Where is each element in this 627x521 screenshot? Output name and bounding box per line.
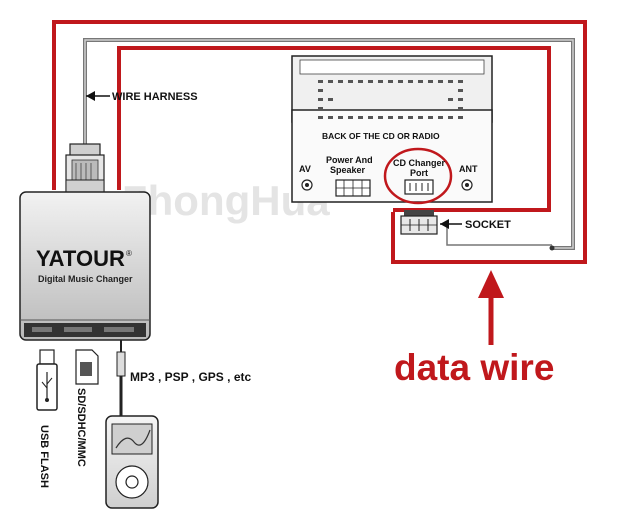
av-label: AV bbox=[299, 164, 311, 174]
vent-dot bbox=[458, 98, 463, 101]
usb-stick-icon bbox=[36, 349, 58, 411]
power-label-line1: Power And bbox=[326, 155, 373, 165]
vent-dot bbox=[418, 116, 423, 119]
ant-label: ANT bbox=[459, 164, 478, 174]
yatour-device bbox=[19, 191, 151, 341]
sd-card-icon bbox=[75, 349, 99, 385]
vent-dot bbox=[328, 116, 333, 119]
sd-label: SD/SDHC/MMC bbox=[75, 388, 87, 467]
music-player-icon bbox=[105, 415, 159, 509]
vent-dot bbox=[408, 116, 413, 119]
device-model: Digital Music Changer bbox=[38, 274, 133, 284]
vent-dot bbox=[328, 98, 333, 101]
vent-dot bbox=[368, 116, 373, 119]
radio-back-unit bbox=[291, 55, 493, 203]
vent-dot bbox=[358, 116, 363, 119]
socket-label: SOCKET bbox=[465, 219, 511, 231]
power-label-line2: Speaker bbox=[330, 165, 366, 175]
arrow-left-icon bbox=[440, 219, 462, 229]
vent-dot bbox=[438, 80, 443, 83]
av-port bbox=[301, 179, 313, 191]
vent-dot bbox=[368, 80, 373, 83]
vent-grid bbox=[318, 80, 463, 119]
cd-port-highlight bbox=[383, 147, 453, 205]
power-speaker-port bbox=[335, 179, 371, 197]
vent-dot bbox=[458, 107, 463, 110]
vent-dot bbox=[408, 80, 413, 83]
inner-red-route bbox=[117, 46, 551, 212]
vent-dot bbox=[448, 116, 453, 119]
vent-dot bbox=[428, 80, 433, 83]
arrow-left-icon bbox=[86, 91, 110, 101]
vent-dot bbox=[458, 116, 463, 119]
vent-dot bbox=[448, 98, 453, 101]
vent-dot bbox=[398, 116, 403, 119]
vent-dot bbox=[418, 80, 423, 83]
socket-plug bbox=[400, 210, 438, 235]
vent-dot bbox=[378, 80, 383, 83]
vent-dot bbox=[358, 80, 363, 83]
vent-dot bbox=[338, 80, 343, 83]
usb-flash-label: USB FLASH bbox=[38, 425, 50, 488]
vent-dot bbox=[328, 80, 333, 83]
vent-dot bbox=[438, 116, 443, 119]
harness-connector bbox=[65, 143, 105, 196]
vent-dot bbox=[458, 80, 463, 83]
vent-dot bbox=[348, 116, 353, 119]
vent-dot bbox=[428, 116, 433, 119]
vent-dot bbox=[318, 98, 323, 101]
mp3-label: MP3 , PSP , GPS , etc bbox=[130, 370, 251, 384]
vent-dot bbox=[378, 116, 383, 119]
data-wire-label: data wire bbox=[394, 347, 554, 388]
vent-dot bbox=[388, 80, 393, 83]
ant-port bbox=[461, 179, 473, 191]
wire-harness-label: WIRE HARNESS bbox=[112, 91, 198, 103]
vent-dot bbox=[318, 80, 323, 83]
vent-dot bbox=[338, 116, 343, 119]
arrow-up-icon bbox=[478, 270, 504, 345]
cd-label-line2: Port bbox=[410, 168, 428, 178]
vent-dot bbox=[318, 116, 323, 119]
vent-dot bbox=[388, 116, 393, 119]
vent-dot bbox=[458, 89, 463, 92]
device-reg-mark: ® bbox=[126, 249, 132, 258]
device-brand: YATOUR bbox=[36, 246, 125, 271]
cd-label-line1: CD Changer bbox=[393, 158, 446, 168]
outer-red-route bbox=[52, 20, 587, 264]
vent-dot bbox=[318, 89, 323, 92]
cd-changer-port bbox=[404, 179, 434, 195]
vent-dot bbox=[318, 107, 323, 110]
vent-dot bbox=[348, 80, 353, 83]
audio-jack-icon bbox=[116, 340, 126, 416]
vent-dot bbox=[398, 80, 403, 83]
back-panel-label: BACK OF THE CD OR RADIO bbox=[322, 131, 440, 141]
vent-dot bbox=[448, 80, 453, 83]
